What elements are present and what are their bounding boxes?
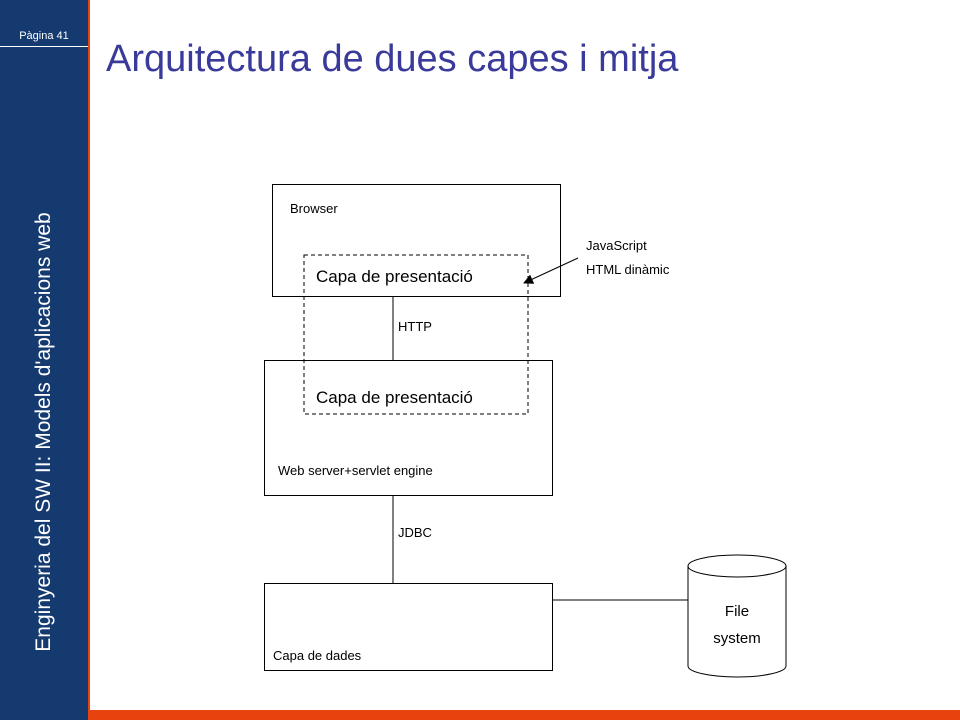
presentation-layer-bottom-label: Capa de presentació — [316, 388, 473, 407]
browser-label: Browser — [290, 201, 338, 216]
annotation-javascript: JavaScript — [586, 238, 647, 253]
data-layer-label: Capa de dades — [273, 648, 362, 663]
jdbc-label: JDBC — [398, 525, 432, 540]
filesystem-label-line1: File — [724, 603, 750, 620]
presentation-dashed-region — [303, 254, 529, 415]
slide-title: Arquitectura de dues capes i mitja — [106, 38, 679, 80]
filesystem-cylinder — [687, 554, 787, 678]
annotation-arrow — [523, 257, 579, 284]
presentation-layer-top-label: Capa de presentació — [316, 267, 473, 286]
sidebar — [0, 0, 88, 720]
sidebar-accent-rule — [88, 0, 90, 712]
browser-box — [272, 184, 561, 297]
web-server-label: Web server+servlet engine — [278, 463, 433, 478]
web-server-box — [264, 360, 553, 496]
bottom-accent-rule — [88, 710, 960, 720]
page-number: Pàgina 41 — [19, 30, 69, 42]
page-number-divider — [0, 46, 88, 47]
annotation-dynamic-html: HTML dinàmic — [586, 262, 670, 277]
data-layer-box — [264, 583, 553, 671]
http-label: HTTP — [398, 319, 432, 334]
filesystem-label-line2: system — [713, 630, 761, 647]
